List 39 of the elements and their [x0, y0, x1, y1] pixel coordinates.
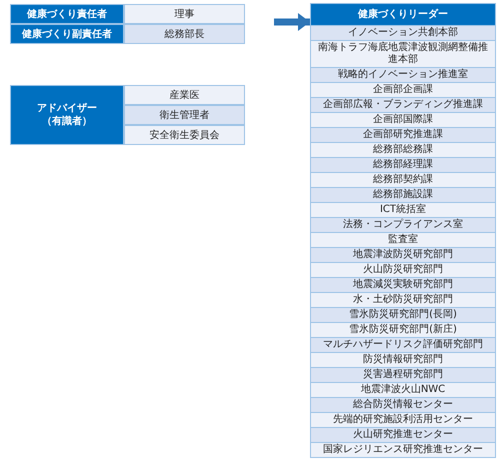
department-row: 国家レジリエンス研究推進センター [311, 442, 495, 457]
department-row: 地震津波火山NWC [311, 382, 495, 397]
role-header-cell: 健康づくり副責任者 [10, 24, 124, 44]
department-row: 監査室 [311, 232, 495, 247]
department-row: 総務部施設課 [311, 187, 495, 202]
department-row: 南海トラフ海底地震津波観測網整備推進本部 [311, 40, 495, 67]
department-row: ICT統括室 [311, 202, 495, 217]
table-header: 健康づくりリーダー [311, 4, 495, 25]
role-value-cell: 総務部長 [124, 24, 245, 44]
department-row: 総務部契約課 [311, 172, 495, 187]
role-value-cell: 理事 [124, 4, 245, 24]
department-row: 火山研究推進センター [311, 427, 495, 442]
department-table [310, 3, 496, 458]
department-row: 先端的研究施設利活用センター [311, 412, 495, 427]
advisor-header-cell: アドバイザー（有識者） [10, 85, 124, 145]
department-row: 地震津波防災研究部門 [311, 247, 495, 262]
department-row: 雪氷防災研究部門(新庄) [311, 322, 495, 337]
department-row: 総合防災情報センター [311, 397, 495, 412]
advisor-value-cell: 安全衛生委員会 [124, 125, 245, 145]
department-row: 法務・コンプライアンス室 [311, 217, 495, 232]
department-row: マルチハザードリスク評価研究部門 [311, 337, 495, 352]
role-header-cell: 健康づくり責任者 [10, 4, 124, 24]
department-row: 防災情報研究部門 [311, 352, 495, 367]
department-row: 企画部研究推進課 [311, 127, 495, 142]
department-row: 火山防災研究部門 [311, 262, 495, 277]
department-row: イノベーション共創本部 [311, 25, 495, 40]
department-row: 水・土砂防災研究部門 [311, 292, 495, 307]
department-row: 総務部総務課 [311, 142, 495, 157]
advisor-value-cell: 衛生管理者 [124, 105, 245, 125]
arrow [274, 13, 310, 31]
department-row: 企画部広報・ブランディング推進課 [311, 97, 495, 112]
department-row: 戦略的イノベーション推進室 [311, 67, 495, 82]
department-row: 企画部企画課 [311, 82, 495, 97]
department-row: 災害過程研究部門 [311, 367, 495, 382]
department-row: 地震減災実験研究部門 [311, 277, 495, 292]
advisor-value-cell: 産業医 [124, 85, 245, 105]
department-row: 企画部国際課 [311, 112, 495, 127]
department-row: 総務部経理課 [311, 157, 495, 172]
department-row: 雪氷防災研究部門(長岡) [311, 307, 495, 322]
